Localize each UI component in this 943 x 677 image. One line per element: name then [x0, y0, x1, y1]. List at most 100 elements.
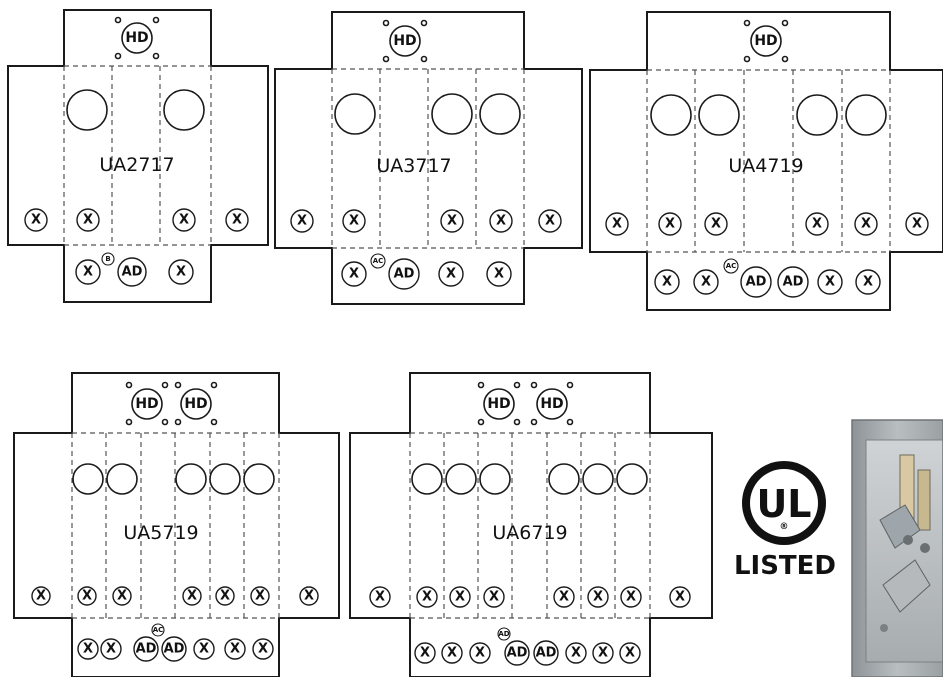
knockout-tag: B — [105, 255, 110, 263]
knockout-label: X — [83, 642, 93, 657]
knockout-label: X — [349, 267, 359, 282]
mounting-hole — [420, 19, 428, 27]
knockout-label: X — [176, 265, 186, 280]
mounting-hole — [513, 418, 521, 426]
knockout-label: X — [31, 213, 41, 228]
main-knockout — [66, 89, 108, 131]
mounting-hole — [513, 381, 521, 389]
main-knockout — [582, 463, 614, 495]
knockout-label: X — [489, 590, 499, 605]
main-knockout — [72, 463, 104, 495]
knockout-label: X — [475, 646, 485, 661]
side-knockouts: X X X X — [24, 208, 249, 232]
main-knockout — [431, 93, 473, 135]
knockout-label: X — [447, 646, 457, 661]
hub-hd: HD — [743, 19, 789, 63]
knockout-label: X — [625, 646, 635, 661]
mounting-hole — [161, 381, 169, 389]
bottom-knockouts: X AC AD X X — [341, 253, 512, 290]
mounting-hole — [174, 381, 182, 389]
dashed-knockout-guides — [409, 432, 651, 619]
knockout-label: X — [701, 275, 711, 290]
knockout-label: X — [187, 589, 197, 604]
hub-hd-left: HD — [477, 381, 521, 426]
hub-label: HD — [540, 396, 563, 412]
main-knockout — [796, 94, 838, 136]
knockout-label: X — [593, 590, 603, 605]
unit-ua5719: HD HD UA5719 X X X X X X X X X AC — [13, 372, 340, 677]
ul-logo-inner — [750, 469, 818, 537]
knockout-label: X — [675, 590, 685, 605]
dashed-knockout-guides — [331, 68, 525, 249]
bottom-knockouts: X X AC AD AD X X X — [77, 623, 274, 662]
model-label: UA3717 — [376, 155, 451, 177]
unit-ua4719: HD UA4719 X X X X X X X X AC AD AD X X — [589, 11, 943, 311]
mounting-hole — [566, 381, 574, 389]
ul-logo-letters: UL — [756, 482, 811, 526]
mounting-screw — [880, 624, 888, 632]
dashed-knockout-guides — [646, 69, 891, 253]
mounting-hole — [477, 381, 485, 389]
hub-label: HD — [754, 33, 777, 49]
mounting-hole — [152, 16, 160, 24]
ul-listed-caption: LISTED — [734, 551, 836, 581]
unit-ua2717: HD UA2717 X X X X X B AD X — [7, 9, 269, 303]
knockout-label: X — [446, 267, 456, 282]
hub-opening — [389, 25, 421, 57]
ul-registered-mark: ® — [780, 522, 789, 532]
knockout-label: X — [106, 642, 116, 657]
knockout-label: X — [711, 217, 721, 232]
bracket — [882, 559, 931, 613]
mounting-hole — [781, 19, 789, 27]
knockout-label: X — [496, 214, 506, 229]
knockout-label: AD — [536, 646, 557, 661]
main-knockout — [479, 463, 511, 495]
model-label: UA5719 — [123, 522, 198, 544]
knockout-tag: AC — [373, 257, 384, 265]
main-knockout — [209, 463, 241, 495]
unit-ua6719: HD HD UA6719 X X X X X X X X X X — [349, 372, 713, 677]
knockout-label: X — [255, 589, 265, 604]
mounting-hole — [210, 418, 218, 426]
side-knockouts: X X X X X — [290, 209, 562, 233]
main-knockout — [334, 93, 376, 135]
knockout-label: X — [349, 214, 359, 229]
knockout-label: X — [825, 275, 835, 290]
mounting-hole — [114, 52, 122, 60]
hub-opening — [750, 25, 782, 57]
knockout-label: X — [82, 589, 92, 604]
knockout-label: X — [258, 642, 268, 657]
mounting-hole — [781, 55, 789, 63]
hub-label: HD — [125, 30, 148, 46]
model-label: UA6719 — [492, 522, 567, 544]
mounting-hole — [420, 55, 428, 63]
mounting-hole — [210, 381, 218, 389]
main-knockout — [548, 463, 580, 495]
knockout-label: AD — [507, 646, 528, 661]
hub-opening — [536, 388, 568, 420]
knockout-label: AD — [783, 275, 804, 290]
main-knockout — [479, 93, 521, 135]
meter-jaw — [917, 469, 931, 531]
product-photo — [851, 419, 943, 677]
bottom-knockouts: X X AC AD AD X X — [654, 258, 881, 298]
knockout-label: X — [662, 275, 672, 290]
knockout-label: X — [304, 589, 314, 604]
knockout-label: X — [455, 590, 465, 605]
bottom-knockouts: X B AD X — [75, 252, 194, 287]
knockout-label: X — [559, 590, 569, 605]
enclosure-edge — [851, 419, 943, 677]
main-knockout — [411, 463, 443, 495]
dashed-knockout-guides — [71, 432, 280, 619]
knockout-label: X — [598, 646, 608, 661]
knockout-label: X — [863, 275, 873, 290]
hub-hd-right: HD — [174, 381, 218, 426]
ul-listed-mark: UL ® LISTED — [734, 461, 836, 581]
side-knockouts: X X X X X X X X — [369, 586, 691, 608]
main-knockout — [616, 463, 648, 495]
bottom-knockouts: X X X AD AD AD X X X — [414, 627, 641, 666]
mounting-hole — [174, 418, 182, 426]
main-knockout — [106, 463, 138, 495]
knockout-label: X — [626, 590, 636, 605]
mounting-hole — [152, 52, 160, 60]
